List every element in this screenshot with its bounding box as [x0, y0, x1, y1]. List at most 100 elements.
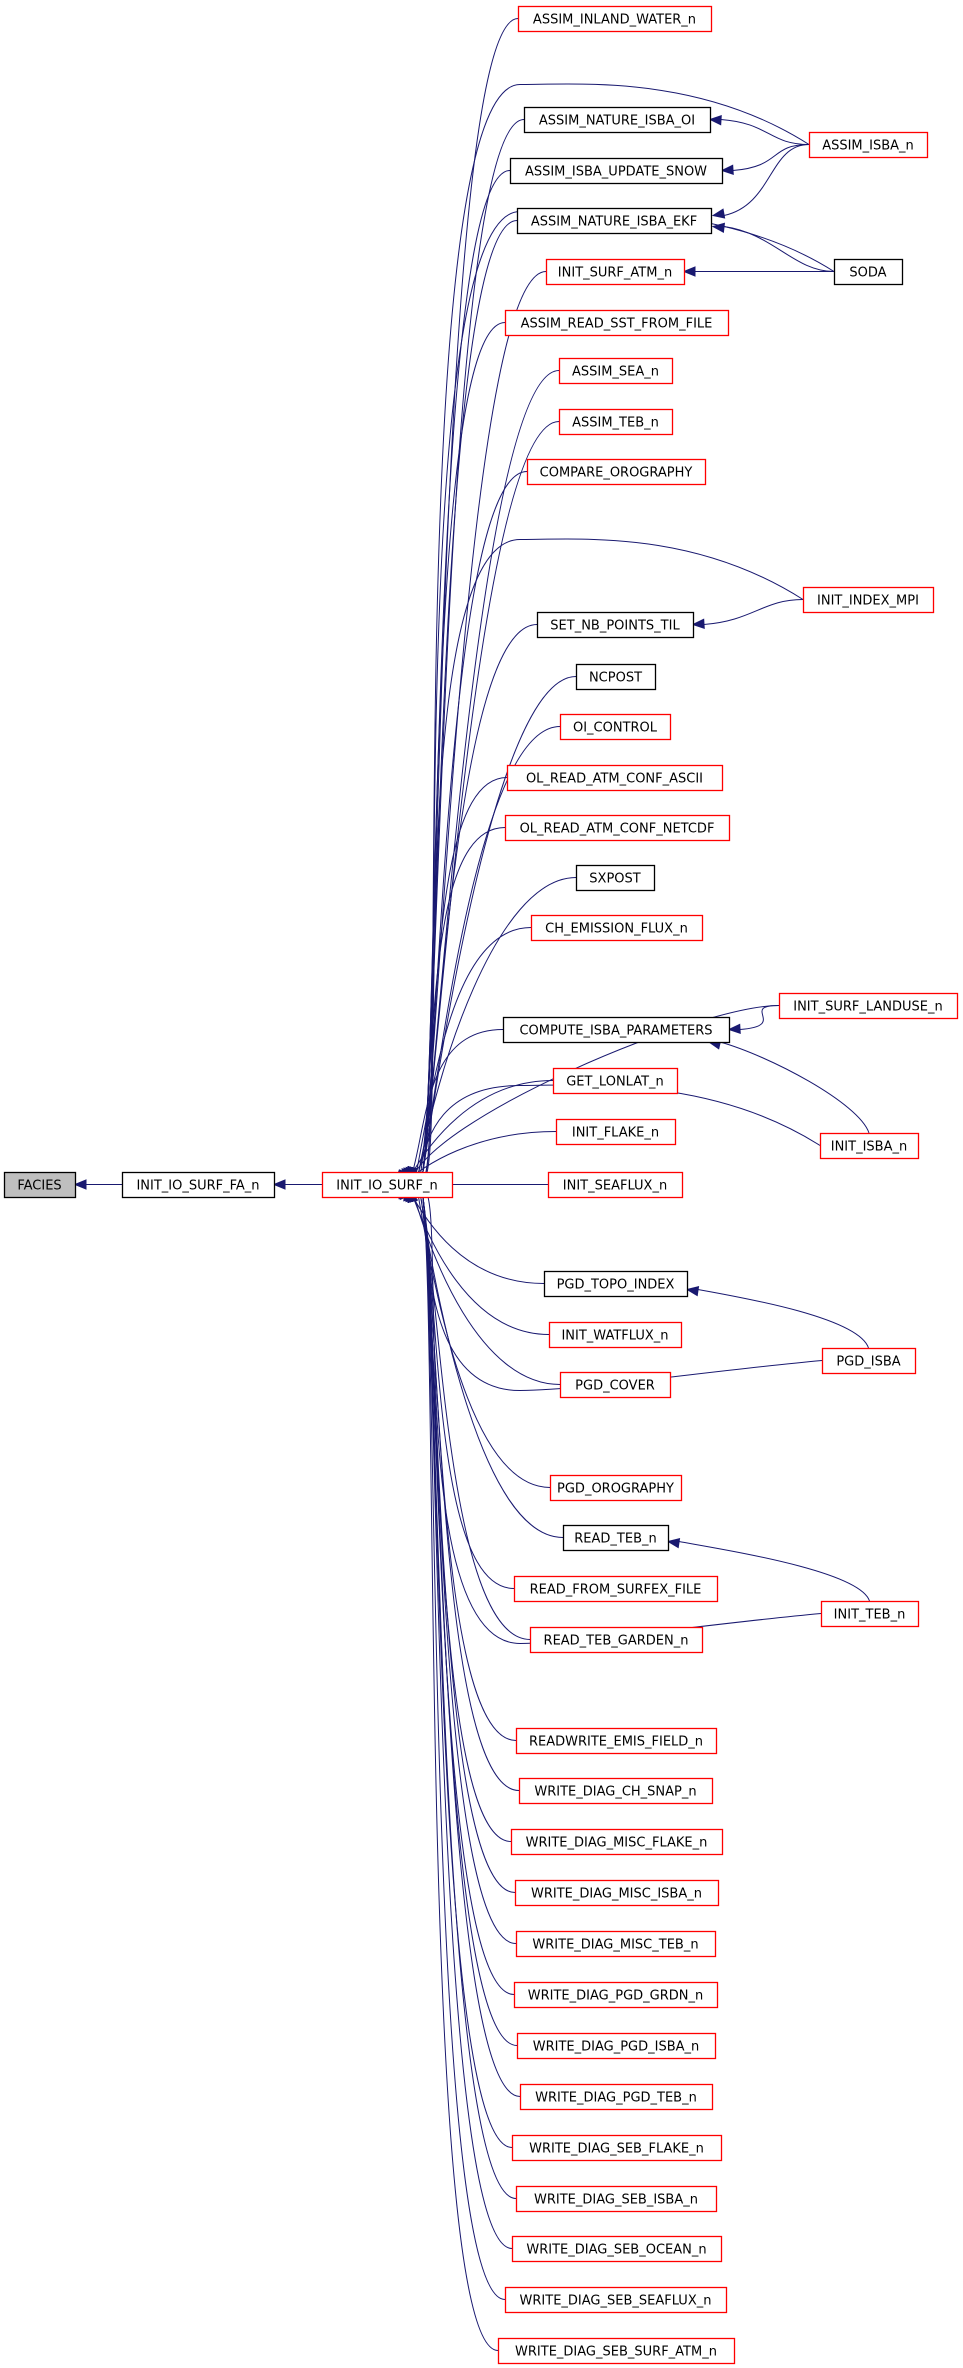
edge-init-index-mpi-to-set-nb-points-til — [703, 599, 804, 625]
node-write-diag-seb-flake-n[interactable]: WRITE_DIAG_SEB_FLAKE_n — [511, 2134, 723, 2162]
node-init-teb-n[interactable]: INIT_TEB_n — [820, 1600, 920, 1628]
node-label-assim-read-sst-from-file: ASSIM_READ_SST_FROM_FILE — [521, 317, 713, 332]
node-label-ol-read-atm-conf-netcdf: OL_READ_ATM_CONF_NETCDF — [520, 822, 715, 837]
edge-init-index-mpi-to-set-nb-points-til-arrowhead — [691, 618, 705, 630]
node-ol-read-atm-conf-netcdf[interactable]: OL_READ_ATM_CONF_NETCDF — [504, 814, 731, 842]
node-box-assim-read-sst-from-file — [504, 309, 730, 337]
node-box-soda — [833, 258, 904, 286]
edge-init-surf-landuse-n-to-compute-isba-parameters — [739, 1005, 780, 1030]
edge-init-isba-n-to-compute-isba-parameters — [719, 1041, 870, 1134]
node-init-isba-n[interactable]: INIT_ISBA_n — [819, 1132, 920, 1160]
node-write-diag-seb-ocean-n[interactable]: WRITE_DIAG_SEB_OCEAN_n — [511, 2235, 723, 2263]
node-ch-emission-flux-n[interactable]: CH_EMISSION_FLUX_n — [530, 914, 704, 942]
node-label-write-diag-pgd-teb-n: WRITE_DIAG_PGD_TEB_n — [535, 2091, 697, 2106]
node-write-diag-misc-teb-n[interactable]: WRITE_DIAG_MISC_TEB_n — [515, 1930, 717, 1958]
node-box-assim-isba-update-snow — [509, 157, 724, 185]
node-box-assim-nature-isba-oi — [523, 106, 712, 134]
edge-assim-isba-n-to-assim-nature-isba-ekf-arrowhead — [711, 208, 726, 219]
node-write-diag-seb-surf-atm-n[interactable]: WRITE_DIAG_SEB_SURF_ATM_n — [497, 2337, 736, 2365]
node-pgd-cover[interactable]: PGD_COVER — [559, 1371, 672, 1399]
node-box-ncpost — [575, 663, 657, 691]
node-box-facies — [3, 1171, 77, 1199]
node-box-assim-isba-n — [808, 131, 929, 159]
node-label-init-index-mpi: INIT_INDEX_MPI — [817, 594, 919, 609]
node-assim-read-sst-from-file[interactable]: ASSIM_READ_SST_FROM_FILE — [504, 309, 730, 337]
node-assim-isba-update-snow[interactable]: ASSIM_ISBA_UPDATE_SNOW — [509, 157, 724, 185]
node-init-io-surf-fa-n[interactable]: INIT_IO_SURF_FA_n — [121, 1171, 276, 1199]
node-box-write-diag-pgd-isba-n — [516, 2032, 717, 2060]
node-init-index-mpi[interactable]: INIT_INDEX_MPI — [802, 586, 935, 614]
edge-ch-emission-flux-n-to-init-io-surf-n — [414, 927, 532, 1181]
node-assim-sea-n[interactable]: ASSIM_SEA_n — [558, 357, 674, 385]
node-label-assim-isba-n: ASSIM_ISBA_n — [822, 139, 914, 154]
node-box-init-io-surf-n — [321, 1171, 454, 1199]
node-init-io-surf-n[interactable]: INIT_IO_SURF_n — [321, 1171, 454, 1199]
node-write-diag-seb-isba-n[interactable]: WRITE_DIAG_SEB_ISBA_n — [515, 2185, 718, 2213]
node-pgd-isba[interactable]: PGD_ISBA — [821, 1347, 917, 1375]
node-assim-inland-water-n[interactable]: ASSIM_INLAND_WATER_n — [517, 5, 713, 33]
node-readwrite-emis-field-n[interactable]: READWRITE_EMIS_FIELD_n — [515, 1727, 718, 1755]
node-pgd-topo-index[interactable]: PGD_TOPO_INDEX — [543, 1270, 689, 1298]
node-box-init-watflux-n — [548, 1321, 683, 1349]
node-label-read-teb-n: READ_TEB_n — [574, 1532, 656, 1547]
node-label-write-diag-seb-surf-atm-n: WRITE_DIAG_SEB_SURF_ATM_n — [515, 2345, 717, 2360]
node-set-nb-points-til[interactable]: SET_NB_POINTS_TIL — [536, 611, 695, 639]
node-init-watflux-n[interactable]: INIT_WATFLUX_n — [548, 1321, 683, 1349]
node-label-write-diag-pgd-isba-n: WRITE_DIAG_PGD_ISBA_n — [533, 2040, 700, 2055]
node-assim-teb-n[interactable]: ASSIM_TEB_n — [558, 408, 674, 436]
node-compute-isba-parameters[interactable]: COMPUTE_ISBA_PARAMETERS — [502, 1016, 731, 1044]
node-label-init-io-surf-fa-n: INIT_IO_SURF_FA_n — [136, 1179, 259, 1194]
node-init-surf-atm-n[interactable]: INIT_SURF_ATM_n — [545, 258, 686, 286]
node-init-flake-n[interactable]: INIT_FLAKE_n — [555, 1118, 677, 1146]
node-box-init-isba-n — [819, 1132, 920, 1160]
node-read-from-surfex-file[interactable]: READ_FROM_SURFEX_FILE — [513, 1575, 719, 1603]
node-label-set-nb-points-til: SET_NB_POINTS_TIL — [550, 619, 680, 634]
nodes-layer: FACIES INIT_IO_SURF_FA_n INIT_IO_SURF_n ASS… — [3, 5, 959, 2365]
node-label-readwrite-emis-field-n: READWRITE_EMIS_FIELD_n — [529, 1735, 703, 1750]
node-init-seaflux-n[interactable]: INIT_SEAFLUX_n — [547, 1171, 684, 1199]
node-assim-nature-isba-ekf[interactable]: ASSIM_NATURE_ISBA_EKF — [516, 207, 713, 235]
node-assim-isba-n[interactable]: ASSIM_ISBA_n — [808, 131, 929, 159]
node-compare-orography[interactable]: COMPARE_OROGRAPHY — [526, 458, 707, 486]
node-write-diag-pgd-grdn-n[interactable]: WRITE_DIAG_PGD_GRDN_n — [513, 1981, 719, 2009]
node-box-sxpost — [575, 864, 656, 892]
node-box-assim-sea-n — [558, 357, 674, 385]
node-write-diag-misc-isba-n[interactable]: WRITE_DIAG_MISC_ISBA_n — [514, 1879, 720, 1907]
node-read-teb-garden-n[interactable]: READ_TEB_GARDEN_n — [529, 1626, 704, 1654]
node-read-teb-n[interactable]: READ_TEB_n — [562, 1524, 670, 1552]
node-label-init-seaflux-n: INIT_SEAFLUX_n — [563, 1179, 667, 1194]
node-box-write-diag-seb-surf-atm-n — [497, 2337, 736, 2365]
node-ol-read-atm-conf-ascii[interactable]: OL_READ_ATM_CONF_ASCII — [506, 764, 724, 792]
edge-assim-isba-n-to-assim-isba-update-snow-arrowhead — [720, 164, 734, 175]
edge-assim-isba-n-to-assim-nature-isba-oi — [720, 119, 810, 145]
edge-assim-isba-n-to-assim-nature-isba-oi-arrowhead — [708, 114, 722, 126]
node-write-diag-pgd-isba-n[interactable]: WRITE_DIAG_PGD_ISBA_n — [516, 2032, 717, 2060]
edge-init-teb-n-to-read-teb-n — [678, 1541, 870, 1602]
node-label-pgd-cover: PGD_COVER — [575, 1379, 655, 1394]
node-box-readwrite-emis-field-n — [515, 1727, 718, 1755]
node-box-read-from-surfex-file — [513, 1575, 719, 1603]
node-box-write-diag-seb-isba-n — [515, 2185, 718, 2213]
node-box-set-nb-points-til — [536, 611, 695, 639]
node-label-assim-nature-isba-ekf: ASSIM_NATURE_ISBA_EKF — [531, 215, 697, 230]
node-box-write-diag-pgd-grdn-n — [513, 1981, 719, 2009]
node-ncpost[interactable]: NCPOST — [575, 663, 657, 691]
node-write-diag-seb-seaflux-n[interactable]: WRITE_DIAG_SEB_SEAFLUX_n — [504, 2286, 728, 2314]
node-facies[interactable]: FACIES — [3, 1171, 77, 1199]
node-write-diag-pgd-teb-n[interactable]: WRITE_DIAG_PGD_TEB_n — [519, 2083, 714, 2111]
node-sxpost[interactable]: SXPOST — [575, 864, 656, 892]
node-assim-nature-isba-oi[interactable]: ASSIM_NATURE_ISBA_OI — [523, 106, 712, 134]
node-box-init-flake-n — [555, 1118, 677, 1146]
node-write-diag-misc-flake-n[interactable]: WRITE_DIAG_MISC_FLAKE_n — [510, 1828, 724, 1856]
node-write-diag-ch-snap-n[interactable]: WRITE_DIAG_CH_SNAP_n — [518, 1777, 714, 1805]
node-init-surf-landuse-n[interactable]: INIT_SURF_LANDUSE_n — [778, 992, 959, 1020]
node-get-lonlat-n[interactable]: GET_LONLAT_n — [552, 1067, 679, 1095]
node-soda[interactable]: SODA — [833, 258, 904, 286]
node-box-assim-inland-water-n — [517, 5, 713, 33]
edge-write-diag-ch-snap-n-to-init-io-surf-n — [421, 1190, 520, 1791]
node-label-soda: SODA — [849, 266, 886, 281]
node-box-write-diag-pgd-teb-n — [519, 2083, 714, 2111]
node-pgd-orography[interactable]: PGD_OROGRAPHY — [549, 1474, 683, 1502]
node-oi-control[interactable]: OI_CONTROL — [559, 713, 672, 741]
